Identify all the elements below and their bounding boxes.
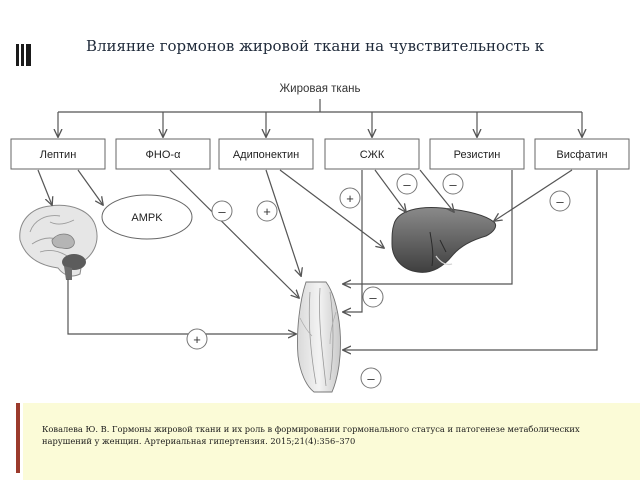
sign-resistin-muscle (360, 367, 382, 389)
citation-box: Ковалева Ю. В. Гормоны жировой ткани и и… (16, 403, 640, 480)
brain-illustration (19, 204, 98, 280)
hormone-box-adiponectin (218, 138, 314, 170)
liver-illustration (391, 207, 497, 273)
sign-visfatin-liver-text: – (556, 194, 564, 209)
hormone-label-ffa: СЖК (360, 149, 385, 161)
hormone-box-visfatin (534, 138, 630, 170)
ampk-label: AMPK (131, 212, 163, 224)
hormone-diagram: Жировая ткань Лептин ФНО-α Адипонектин С… (10, 83, 630, 393)
adipose-tissue-label: Жировая ткань (280, 83, 361, 95)
hormone-box-resistin (429, 138, 525, 170)
citation-text: Ковалева Ю. В. Гормоны жировой ткани и и… (42, 424, 580, 446)
sign-adiponectin-liver-text: + (346, 191, 354, 206)
hormone-label-visfatin: Висфатин (556, 149, 607, 161)
sign-tnf-muscle (211, 200, 233, 222)
sign-resistin-liver-text: – (449, 177, 457, 192)
hormone-label-leptin: Лептин (40, 149, 77, 161)
sign-adiponectin-muscle-text: + (263, 204, 271, 219)
sign-ffa-muscle (362, 286, 384, 308)
sign-visfatin-liver (549, 190, 571, 212)
flow-arrows (37, 169, 598, 350)
sign-ffa-muscle-text: – (369, 290, 377, 305)
sign-tnf-muscle-text: – (218, 204, 226, 219)
hormone-box-ffa (324, 138, 420, 170)
sign-leptin-muscle (186, 328, 208, 350)
sign-resistin-muscle-text: – (367, 371, 375, 386)
sign-adiponectin-muscle (256, 200, 278, 222)
ampk-ellipse (101, 194, 193, 240)
citation-accent-bar (16, 403, 20, 473)
muscle-illustration (297, 281, 341, 393)
hormone-label-tnf: ФНО-α (146, 149, 182, 161)
hormone-box-leptin (10, 138, 106, 170)
slide-title: Влияние гормонов жировой ткани на чувств… (86, 37, 545, 55)
sign-resistin-liver (442, 173, 464, 195)
sign-ffa-liver (396, 173, 418, 195)
sign-ffa-liver-text: – (403, 177, 411, 192)
distribution-lines (58, 99, 582, 137)
sign-leptin-muscle-text: + (193, 332, 201, 347)
hormone-box-tnf (115, 138, 211, 170)
hormone-label-adiponectin: Адипонектин (233, 149, 299, 161)
hormone-label-resistin: Резистин (454, 149, 501, 161)
sign-adiponectin-liver (339, 187, 361, 209)
